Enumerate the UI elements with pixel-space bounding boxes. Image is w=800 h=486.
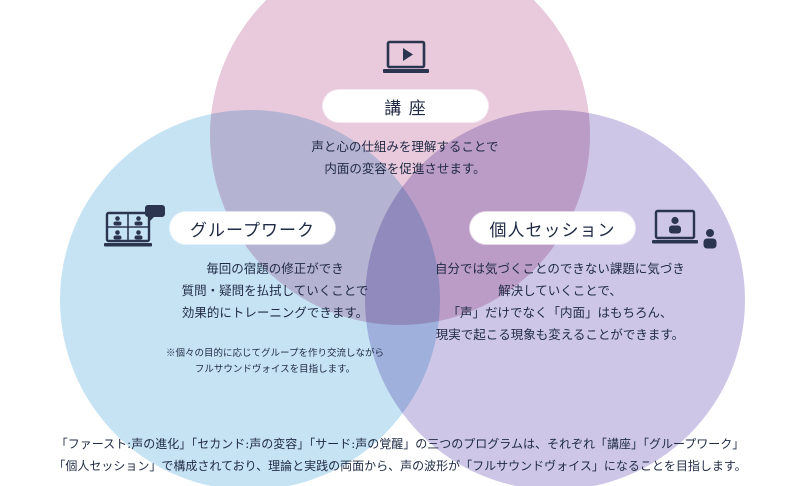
group-work-line-1: 毎回の宿題の修正ができ xyxy=(206,261,344,276)
group-work-line-3: 効果的にトレーニングできます。 xyxy=(181,305,369,320)
group-work-note: ※個々の目的に応じてグループを作り交流しながら フルサウンドヴォイスを目指します… xyxy=(140,346,410,378)
personal-session-circle xyxy=(365,110,745,486)
group-work-title: グループワーク xyxy=(170,212,335,244)
laptop-play-icon xyxy=(383,40,429,73)
group-work-description: 毎回の宿題の修正ができ 質問・疑問を払拭していくことで 効果的にトレーニングでき… xyxy=(150,258,400,324)
group-video-call-icon xyxy=(104,205,165,247)
footer-line-1: 「ファースト:声の進化」「セカンド:声の変容」「サード:声の覚醒」の三つのプログ… xyxy=(55,437,745,451)
footer-text: 「ファースト:声の進化」「セカンド:声の変容」「サード:声の覚醒」の三つのプログ… xyxy=(0,433,800,477)
group-work-line-2: 質問・疑問を払拭していくことで xyxy=(181,283,369,298)
group-work-circle xyxy=(60,110,440,486)
course-title: 講 座 xyxy=(323,90,488,122)
group-work-note-line-2: フルサウンドヴォイスを目指します。 xyxy=(194,364,356,375)
course-line-1: 声と心の仕組みを理解することで xyxy=(311,139,499,154)
course-line-2: 内面の変容を促進させます。 xyxy=(324,161,486,176)
personal-session-line-1: 自分では気づくことのできない課題に気づき xyxy=(435,261,685,276)
personal-session-line-3: 「声」だけでなく「内面」はもちろん、 xyxy=(447,305,673,320)
course-description: 声と心の仕組みを理解することで 内面の変容を促進させます。 xyxy=(280,136,530,180)
group-work-note-line-1: ※個々の目的に応じてグループを作り交流しながら xyxy=(166,348,384,359)
personal-session-line-2: 解決していくことで、 xyxy=(498,283,622,298)
personal-video-session-icon xyxy=(652,209,717,249)
personal-session-description: 自分では気づくことのできない課題に気づき 解決していくことで、 「声」だけでなく… xyxy=(420,258,700,346)
personal-session-title: 個人セッション xyxy=(470,212,635,244)
footer-line-2: 「個人セッション」で構成されており、理論と実践の両面から、声の波形が「フルサウン… xyxy=(53,459,747,473)
personal-session-line-4: 現実で起こる現象も変えることができます。 xyxy=(435,327,685,342)
